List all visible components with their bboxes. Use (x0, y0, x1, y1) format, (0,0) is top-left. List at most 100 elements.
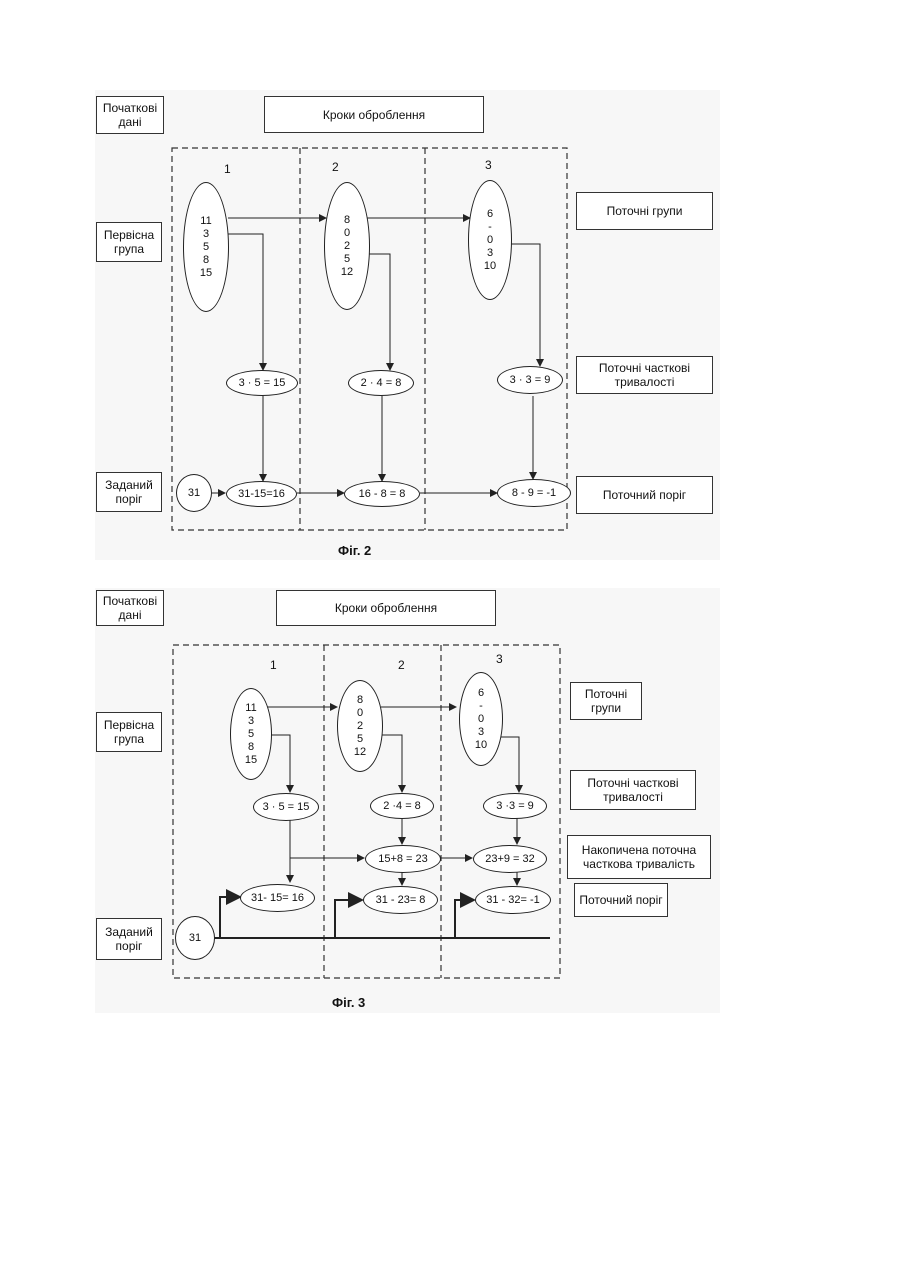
partial-oval-2: 2 · 4 = 8 (348, 370, 414, 396)
threshold-start-value: 31 (189, 932, 201, 944)
threshold-value: 31 - 32= -1 (486, 894, 540, 906)
group-value: 8 (357, 694, 363, 707)
group-value: 6 (487, 208, 493, 221)
steps-label: Кроки оброблення (323, 108, 425, 122)
current-threshold-label: Поточний поріг (603, 488, 686, 502)
threshold-oval-3: 8 - 9 = -1 (497, 479, 571, 507)
primary-group-label: Первісна група (99, 718, 159, 746)
group-value: 6 (478, 687, 484, 700)
accumulated-oval-1: 15+8 = 23 (365, 845, 441, 873)
partial-durations-box: Поточні часткові тривалості (576, 356, 713, 394)
group-value: 0 (344, 227, 350, 240)
group-oval-1: 11 3 5 8 15 (183, 182, 229, 312)
group-value: 8 (203, 254, 209, 267)
group-value: 3 (248, 715, 254, 728)
initial-data-label: Початкові дані (99, 101, 161, 129)
threshold-value: 31-15=16 (238, 488, 285, 500)
current-groups-label: Поточні групи (573, 687, 639, 715)
initial-data-box: Початкові дані (96, 590, 164, 626)
group-value: 8 (248, 741, 254, 754)
threshold-start-value: 31 (188, 487, 200, 499)
partial-value: 2 · 4 = 8 (361, 377, 402, 389)
group-value: 5 (344, 253, 350, 266)
threshold-oval-1: 31- 15= 16 (240, 884, 315, 912)
partial-value: 3 ·3 = 9 (496, 800, 534, 812)
threshold-oval-1: 31-15=16 (226, 481, 297, 507)
group-value: 0 (487, 234, 493, 247)
partial-value: 3 · 5 = 15 (239, 377, 286, 389)
group-oval-2: 8 0 2 5 12 (337, 680, 383, 772)
group-value: 8 (344, 214, 350, 227)
step-number-2: 2 (332, 160, 339, 174)
group-value: 5 (357, 733, 363, 746)
partial-value: 3 · 3 = 9 (510, 374, 551, 386)
group-value: 10 (484, 260, 496, 273)
step-number-1: 1 (224, 162, 231, 176)
group-value: 11 (245, 702, 256, 715)
given-threshold-box: Заданий поріг (96, 472, 162, 512)
partial-value: 2 ·4 = 8 (383, 800, 421, 812)
group-oval-1: 11 3 5 8 15 (230, 688, 272, 780)
partial-oval-2: 2 ·4 = 8 (370, 793, 434, 819)
primary-group-box: Первісна група (96, 222, 162, 262)
group-value: 0 (478, 713, 484, 726)
figure-2-caption: Фіг. 2 (338, 543, 371, 558)
accumulated-value: 23+9 = 32 (485, 853, 535, 865)
step-number-1: 1 (270, 658, 277, 672)
group-value: 12 (354, 746, 366, 759)
figure-2: Початкові дані Кроки оброблення 1 2 3 Пе… (0, 0, 901, 580)
group-value: 15 (245, 754, 257, 767)
threshold-value: 8 - 9 = -1 (512, 487, 556, 499)
group-value: 11 (200, 215, 211, 228)
step-number-3: 3 (485, 158, 492, 172)
given-threshold-label: Заданий поріг (99, 925, 159, 953)
accumulated-value: 15+8 = 23 (378, 853, 428, 865)
current-groups-box: Поточні групи (570, 682, 642, 720)
primary-group-box: Первісна група (96, 712, 162, 752)
accumulated-box: Накопичена поточна часткова тривалість (567, 835, 711, 879)
group-value: 15 (200, 267, 212, 280)
threshold-start-oval: 31 (176, 474, 212, 512)
initial-data-box: Початкові дані (96, 96, 164, 134)
step-number-2: 2 (398, 658, 405, 672)
current-groups-box: Поточні групи (576, 192, 713, 230)
group-value: 3 (487, 247, 493, 260)
accumulated-label: Накопичена поточна часткова тривалість (570, 843, 708, 871)
group-value: - (479, 700, 483, 713)
threshold-value: 16 - 8 = 8 (359, 488, 406, 500)
steps-box: Кроки оброблення (276, 590, 496, 626)
figure-3-caption: Фіг. 3 (332, 995, 365, 1010)
group-value: 3 (478, 726, 484, 739)
threshold-oval-2: 16 - 8 = 8 (344, 481, 420, 507)
partial-durations-label: Поточні часткові тривалості (579, 361, 710, 389)
current-threshold-box: Поточний поріг (576, 476, 713, 514)
given-threshold-label: Заданий поріг (99, 478, 159, 506)
partial-oval-3: 3 · 3 = 9 (497, 366, 563, 394)
partial-durations-label: Поточні часткові тривалості (573, 776, 693, 804)
group-value: 5 (248, 728, 254, 741)
partial-oval-1: 3 · 5 = 15 (226, 370, 298, 396)
threshold-oval-3: 31 - 32= -1 (475, 886, 551, 914)
group-value: 2 (344, 240, 350, 253)
threshold-value: 31 - 23= 8 (376, 894, 426, 906)
accumulated-oval-2: 23+9 = 32 (473, 845, 547, 873)
partial-oval-3: 3 ·3 = 9 (483, 793, 547, 819)
figure-3: Початкові дані Кроки оброблення 1 2 3 Пе… (0, 580, 901, 1020)
group-value: - (488, 221, 492, 234)
partial-value: 3 · 5 = 15 (263, 801, 310, 813)
group-oval-3: 6 - 0 3 10 (468, 180, 512, 300)
primary-group-label: Первісна група (99, 228, 159, 256)
partial-durations-box: Поточні часткові тривалості (570, 770, 696, 810)
current-threshold-label: Поточний поріг (579, 893, 662, 907)
step-number-3: 3 (496, 652, 503, 666)
group-oval-2: 8 0 2 5 12 (324, 182, 370, 310)
steps-label: Кроки оброблення (335, 601, 437, 615)
group-value: 3 (203, 228, 209, 241)
group-value: 5 (203, 241, 209, 254)
group-value: 10 (475, 739, 487, 752)
steps-box: Кроки оброблення (264, 96, 484, 133)
initial-data-label: Початкові дані (99, 594, 161, 622)
group-value: 2 (357, 720, 363, 733)
threshold-value: 31- 15= 16 (251, 892, 304, 904)
current-threshold-box: Поточний поріг (574, 883, 668, 917)
